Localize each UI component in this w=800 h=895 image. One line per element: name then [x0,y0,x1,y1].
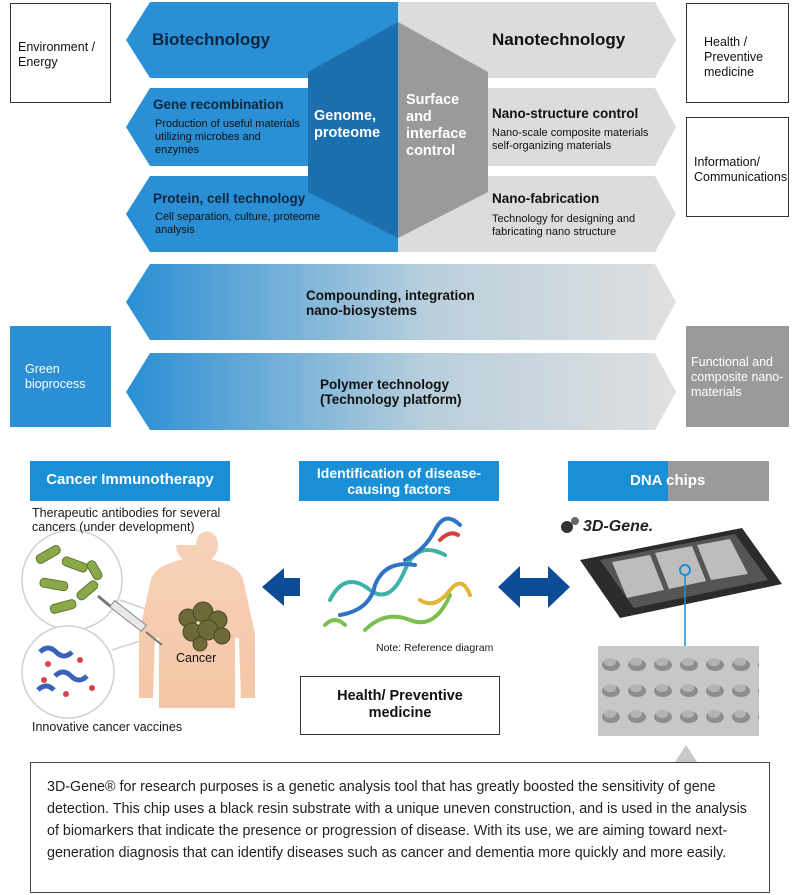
dna-chip-icon [580,528,782,618]
environment-energy-box: Environment / Energy [10,3,111,103]
antibody-bubble [21,529,123,631]
nanotech-header-band [398,2,676,78]
dna-badge-blue [568,461,668,501]
antibody-icon [35,545,103,614]
protein-cell-title: Protein, cell technology [153,191,306,206]
genome-proteome-label: Genome, proteome [314,108,381,141]
nano-fabrication-desc: Technology for designing and fabricating… [492,213,636,238]
cancer-subtitle: Therapeutic antibodies for several cance… [32,506,221,534]
gene-recombination-desc: Production of useful materials utilizing… [155,118,300,156]
polymer-label: Polymer technology (Technology platform) [320,377,462,407]
vaccines-label: Innovative cancer vaccines [32,720,183,734]
chip-micrograph [598,646,759,736]
left-arrow-icon [262,568,300,606]
health-preventive-medicine-box: Health/ Preventive medicine [300,676,500,735]
protein-structure-icon [323,516,472,632]
dna-badge-grey [668,461,769,501]
3d-gene-logo-mark [561,517,579,533]
compounding-band [126,264,676,340]
polymer-band [126,353,676,430]
environment-label: Environment / Energy [18,40,96,69]
dna-chips-badge: DNA chips [630,472,706,489]
3d-gene-description: 3D-Gene® for research purposes is a gene… [30,762,770,893]
3d-gene-logo: 3D-Gene. [583,518,654,535]
double-arrow-icon [498,566,570,608]
nano-fabrication-title: Nano-fabrication [492,191,600,206]
nano-structure-title: Nano-structure control [492,106,639,121]
cancer-tumor-icon [178,601,231,652]
health-label: Health / Preventive medicine [704,35,764,79]
nano-structure-desc: Nano-scale composite materials self-orga… [492,127,649,152]
micrograph-pointer [675,745,697,762]
compounding-label: Compounding, integration nano-biosystems [306,288,475,318]
information-label: Information/ Communications [694,155,788,184]
cancer-label: Cancer [176,651,217,665]
green-bioprocess-box: Green bioprocess [10,326,111,427]
surface-hexagon [398,22,488,238]
functional-materials-box: Functional and composite nano-materials [686,326,789,427]
biotech-header-band [126,2,398,78]
identification-badge: Identification of disease-causing factor… [299,461,499,501]
genome-hexagon [308,22,398,238]
protein-cell-desc: Cell separation, culture, proteome analy… [155,211,321,236]
cancer-immunotherapy-badge: Cancer Immunotherapy [30,461,230,501]
syringe-icon [97,594,163,646]
nanotechnology-title: Nanotechnology [492,30,626,49]
vaccine-icon [36,645,95,697]
reference-note: Note: Reference diagram [376,642,494,654]
information-communications-box: Information/ Communications [686,117,789,217]
health-preventive-label: Health/ Preventive medicine [337,688,463,721]
biotechnology-title: Biotechnology [152,30,271,49]
surface-interface-label: Surface and interface control [406,92,467,159]
gene-recombination-title: Gene recombination [153,97,284,112]
green-bioprocess-label: Green bioprocess [25,362,86,391]
functional-label: Functional and composite nano-materials [691,355,784,399]
health-preventive-box: Health / Preventive medicine [686,3,789,103]
